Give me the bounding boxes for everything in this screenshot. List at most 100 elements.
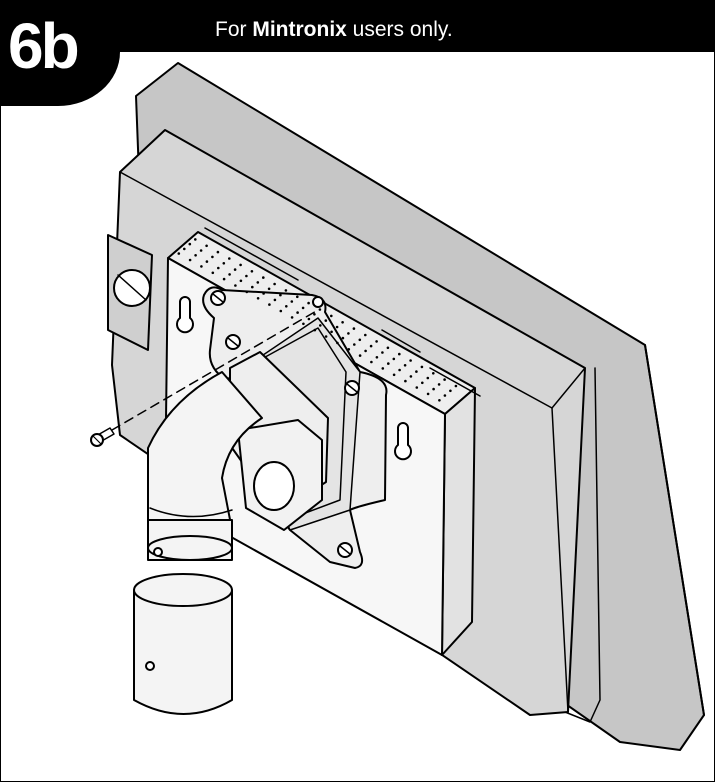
perforation-hole bbox=[369, 344, 373, 348]
perforation-hole bbox=[183, 247, 186, 251]
perforation-hole bbox=[279, 309, 283, 313]
perforation-hole bbox=[443, 378, 446, 381]
perforation-grid bbox=[177, 238, 458, 402]
perforation-hole bbox=[421, 381, 424, 385]
perforation-hole bbox=[358, 354, 362, 357]
perforation-hole bbox=[330, 314, 333, 318]
perforation-hole bbox=[438, 399, 441, 402]
perforation-hole bbox=[245, 290, 249, 294]
perforation-hole bbox=[307, 317, 311, 321]
stand-collar bbox=[133, 589, 233, 715]
step-tab bbox=[0, 0, 120, 106]
perforation-hole bbox=[267, 287, 271, 291]
perforation-hole bbox=[432, 387, 435, 391]
perforation-hole bbox=[392, 373, 396, 377]
perforation-hole bbox=[313, 328, 317, 332]
keyhole-slot-right bbox=[394, 422, 412, 461]
perforation-hole bbox=[233, 268, 237, 271]
perforation-hole bbox=[335, 325, 339, 329]
perforation-hole bbox=[222, 262, 226, 265]
perforation-hole bbox=[404, 379, 407, 383]
alignment-guide-line bbox=[111, 309, 319, 431]
perforation-hole bbox=[216, 250, 220, 254]
perforation-hole bbox=[375, 340, 378, 343]
perforation-hole bbox=[426, 376, 430, 380]
perforation-hole bbox=[273, 298, 277, 302]
perforation-hole bbox=[364, 333, 367, 337]
perforation-hole bbox=[239, 279, 243, 283]
perforation-hole bbox=[302, 322, 305, 326]
tilt-pivot bbox=[253, 461, 295, 511]
monitor-side-edge bbox=[644, 344, 705, 716]
perforation-hole bbox=[234, 284, 237, 287]
perforation-hole bbox=[415, 386, 419, 389]
perforation-hole bbox=[245, 274, 248, 278]
step-note-suffix: users only. bbox=[346, 18, 453, 41]
perforation-hole bbox=[381, 367, 385, 370]
perforation-hole bbox=[290, 300, 294, 303]
perforation-hole bbox=[330, 330, 333, 334]
perforation-hole bbox=[188, 258, 192, 262]
perforation-hole bbox=[205, 244, 208, 248]
perforation-hole bbox=[403, 364, 407, 367]
perforation-hole bbox=[386, 346, 390, 350]
perforation-hole bbox=[336, 341, 339, 345]
perforation-hole bbox=[290, 316, 294, 319]
perforation-hole bbox=[284, 289, 288, 292]
perforation-hole bbox=[341, 336, 345, 340]
perforation-hole bbox=[443, 394, 447, 397]
mount-screw-top-right bbox=[312, 296, 324, 308]
perforation-hole bbox=[200, 265, 203, 268]
perforation-hole bbox=[205, 260, 209, 263]
perforation-hole bbox=[454, 384, 458, 388]
step-number: 6b bbox=[8, 10, 80, 82]
perforation-hole bbox=[319, 324, 322, 327]
perforation-hole bbox=[398, 352, 401, 356]
step-note-prefix: For bbox=[215, 18, 253, 41]
perforation-hole bbox=[364, 349, 367, 353]
perforation-hole bbox=[256, 281, 260, 284]
perforation-hole bbox=[256, 297, 260, 300]
perforation-hole bbox=[392, 357, 396, 361]
collar-set-screw bbox=[145, 661, 155, 671]
perforation-hole bbox=[217, 266, 220, 270]
perforation-hole bbox=[449, 389, 452, 393]
perforation-hole bbox=[307, 301, 310, 305]
perforation-hole bbox=[285, 305, 288, 308]
keyhole-slot-left bbox=[176, 296, 194, 334]
perforation-hole bbox=[250, 270, 254, 273]
perforation-hole bbox=[279, 293, 282, 297]
perforation-hole bbox=[296, 311, 299, 314]
perforation-hole bbox=[409, 375, 413, 378]
perforation-hole bbox=[437, 383, 441, 386]
perforation-hole bbox=[228, 257, 231, 260]
perforation-hole bbox=[251, 285, 254, 289]
perforation-hole bbox=[387, 362, 390, 365]
perforation-hole bbox=[341, 321, 344, 324]
perforation-hole bbox=[398, 368, 401, 372]
perforation-hole bbox=[352, 327, 356, 330]
perforation-hole bbox=[347, 348, 351, 351]
perforation-hole bbox=[420, 365, 424, 369]
perforation-hole bbox=[313, 313, 316, 316]
step-note-brand: Mintronix bbox=[252, 18, 347, 41]
perforation-hole bbox=[415, 370, 418, 373]
perforation-hole bbox=[273, 282, 276, 286]
perforation-hole bbox=[211, 271, 215, 275]
step-note: For Mintronix users only. bbox=[215, 19, 453, 40]
perforation-hole bbox=[432, 372, 435, 375]
perforation-hole bbox=[262, 276, 265, 279]
perforation-hole bbox=[375, 356, 379, 359]
perforation-hole bbox=[188, 242, 192, 246]
loose-screw bbox=[90, 427, 115, 447]
perforation-hole bbox=[347, 332, 350, 335]
perforation-hole bbox=[228, 273, 231, 276]
post-set-screw bbox=[153, 547, 163, 557]
perforation-hole bbox=[426, 392, 430, 396]
perforation-hole bbox=[409, 359, 412, 362]
perforation-hole bbox=[358, 338, 362, 342]
perforation-hole bbox=[199, 249, 203, 252]
monitor-rear-bevel bbox=[564, 367, 601, 723]
perforation-hole bbox=[222, 277, 226, 281]
